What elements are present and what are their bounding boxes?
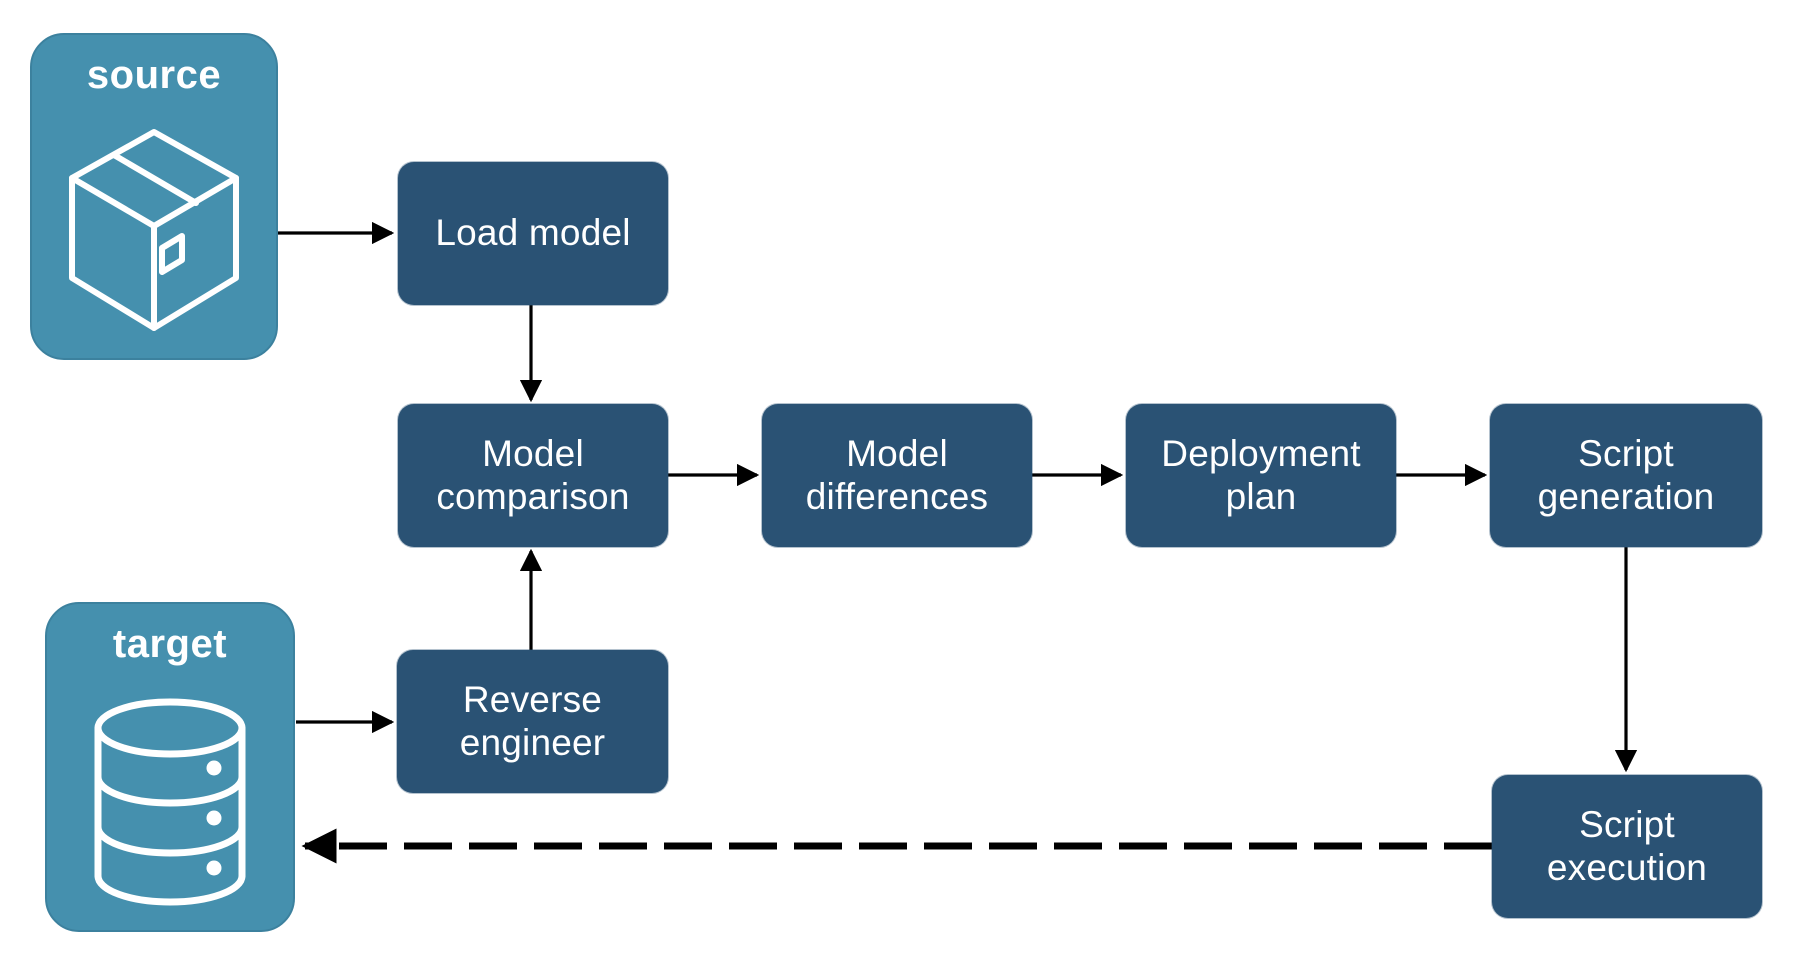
process-script-generation-label: Script generation	[1537, 432, 1715, 517]
endpoint-source-label: source	[86, 53, 222, 97]
process-model-differences[interactable]: Model differences	[762, 404, 1032, 547]
process-reverse-engineer-label: Reverse engineer	[459, 678, 606, 763]
process-model-comparison-label: Model comparison	[436, 432, 630, 517]
process-model-comparison[interactable]: Model comparison	[398, 404, 668, 547]
process-script-execution-label: Script execution	[1546, 803, 1708, 888]
process-load-model[interactable]: Load model	[398, 162, 668, 305]
process-script-execution[interactable]: Script execution	[1492, 775, 1762, 918]
process-load-model-label: Load model	[435, 212, 631, 254]
endpoint-target[interactable]: target	[45, 602, 295, 932]
process-deployment-plan-label: Deployment plan	[1161, 432, 1361, 517]
endpoint-target-label: target	[112, 622, 228, 666]
process-deployment-plan[interactable]: Deployment plan	[1126, 404, 1396, 547]
database-cylinder-icon	[47, 673, 293, 930]
package-box-icon	[32, 104, 276, 358]
process-reverse-engineer[interactable]: Reverse engineer	[397, 650, 668, 793]
process-script-generation[interactable]: Script generation	[1490, 404, 1762, 547]
endpoint-source[interactable]: source	[30, 33, 278, 360]
process-model-differences-label: Model differences	[805, 432, 989, 517]
